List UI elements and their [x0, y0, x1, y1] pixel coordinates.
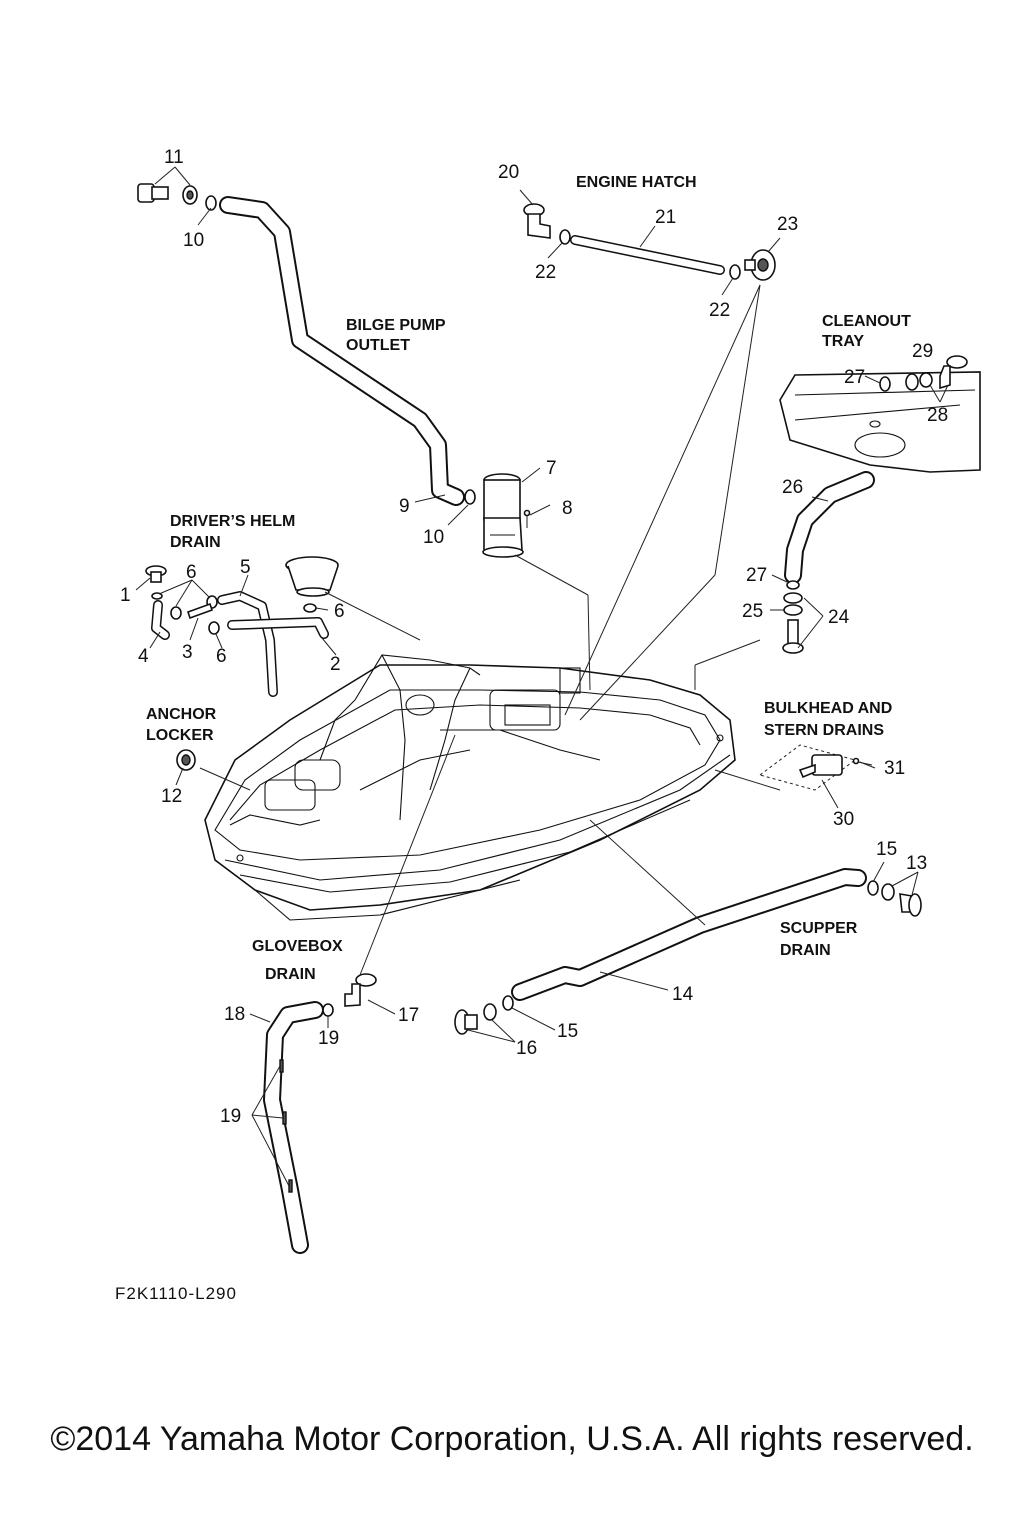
- drain-plug-1: [145, 565, 167, 583]
- section-scupper-drain-line1: SCUPPER: [780, 920, 858, 937]
- callout-4: 4: [138, 646, 149, 667]
- callout-19: 19: [318, 1028, 339, 1049]
- fitting-23: [744, 249, 776, 281]
- section-bulkhead-stern-drains-line1: BULKHEAD AND: [764, 700, 892, 717]
- section-labels: ENGINE HATCH BILGE PUMP OUTLET CLEANOUT …: [146, 174, 911, 983]
- drain-plug-24: [782, 592, 804, 654]
- callout-10: 10: [423, 527, 444, 548]
- section-engine-hatch: ENGINE HATCH: [576, 174, 697, 191]
- clamp-27a: [879, 376, 891, 392]
- callout-27: 27: [746, 565, 767, 586]
- clamp-15b: [502, 995, 514, 1011]
- boat-hull-drawing: [204, 654, 736, 921]
- stern-drain-30: [758, 744, 857, 791]
- callout-13: 13: [906, 853, 927, 874]
- clamp-10b: [464, 489, 476, 505]
- callout-numbers: 11 10 20 21 22 22 23 29 27 28 7 8 9 10 2…: [120, 147, 948, 1127]
- callout-6: 6: [334, 601, 345, 622]
- section-drivers-helm-drain-line2: DRAIN: [170, 534, 221, 551]
- cup-holder-drain: [285, 556, 339, 597]
- section-bilge-pump-outlet-line2: OUTLET: [346, 337, 410, 354]
- section-bilge-pump-outlet-line1: BILGE PUMP: [346, 317, 446, 334]
- callout-6: 6: [186, 562, 197, 583]
- callout-7: 7: [546, 458, 557, 479]
- helm-drain-hose-2: [227, 617, 329, 639]
- callout-30: 30: [833, 809, 854, 830]
- drain-plug-13: [881, 883, 922, 917]
- callout-22: 22: [709, 300, 730, 321]
- cleanout-tray-hose: [784, 471, 875, 584]
- drain-plug-16: [454, 1003, 497, 1035]
- engine-hatch-hose: [570, 235, 725, 275]
- callout-18: 18: [224, 1004, 245, 1025]
- clamp-15a: [867, 880, 879, 896]
- callout-1: 1: [120, 585, 131, 606]
- callout-10: 10: [183, 230, 204, 251]
- clamp-10a: [205, 195, 217, 211]
- callout-28: 28: [927, 405, 948, 426]
- callout-19: 19: [220, 1106, 241, 1127]
- glovebox-drain-hose: [263, 1001, 324, 1254]
- callout-23: 23: [777, 214, 798, 235]
- callout-20: 20: [498, 162, 519, 183]
- callout-29: 29: [912, 341, 933, 362]
- callout-17: 17: [398, 1005, 419, 1026]
- callout-6: 6: [216, 646, 227, 667]
- leader-lines: [135, 166, 949, 1187]
- screw-31: [852, 757, 873, 766]
- section-scupper-drain-line2: DRAIN: [780, 942, 831, 959]
- elbow-fitting-29: [905, 355, 968, 391]
- callout-16: 16: [516, 1038, 537, 1059]
- callout-5: 5: [240, 557, 251, 578]
- section-anchor-locker-line1: ANCHOR: [146, 706, 217, 723]
- section-cleanout-tray-line2: TRAY: [822, 333, 864, 350]
- clamp-22a: [559, 229, 571, 245]
- callout-3: 3: [182, 642, 193, 663]
- callout-14: 14: [672, 984, 694, 1005]
- elbow-fitting-17: [344, 973, 377, 1007]
- tee-fitting-3: [186, 602, 214, 620]
- cleanout-tray: [779, 371, 981, 473]
- clamp-22b: [729, 264, 741, 280]
- callout-26: 26: [782, 477, 803, 498]
- figure-code: F2K1110-L290: [115, 1284, 237, 1303]
- callout-12: 12: [161, 786, 182, 807]
- callout-27: 27: [844, 367, 865, 388]
- scupper-drain-hose: [511, 868, 867, 1001]
- section-glovebox-drain-line1: GLOVEBOX: [252, 938, 343, 955]
- section-cleanout-tray-line1: CLEANOUT: [822, 313, 911, 330]
- screw-8: [523, 509, 531, 528]
- callout-22: 22: [535, 262, 556, 283]
- helm-drain-hose-4: [151, 600, 170, 640]
- drain-plug-11: [137, 183, 198, 205]
- callout-24: 24: [828, 607, 850, 628]
- callout-21: 21: [655, 207, 676, 228]
- callout-31: 31: [884, 758, 905, 779]
- helm-drain-hose-5: [217, 591, 278, 697]
- copyright-notice: ©2014 Yamaha Motor Corporation, U.S.A. A…: [50, 1420, 973, 1458]
- section-glovebox-drain-line2: DRAIN: [265, 966, 316, 983]
- callout-15: 15: [876, 839, 897, 860]
- callout-9: 9: [399, 496, 410, 517]
- drain-plug-12: [176, 749, 196, 771]
- callout-2: 2: [330, 654, 341, 675]
- elbow-fitting-20: [523, 203, 551, 239]
- callout-8: 8: [562, 498, 573, 519]
- section-drivers-helm-drain-line1: DRIVER’S HELM: [170, 513, 295, 530]
- section-bulkhead-stern-drains-line2: STERN DRAINS: [764, 722, 884, 739]
- callout-25: 25: [742, 601, 763, 622]
- callout-15: 15: [557, 1021, 578, 1042]
- section-anchor-locker-line2: LOCKER: [146, 727, 214, 744]
- bilge-pump-outlet-hose: [219, 196, 465, 506]
- clamp-27b: [786, 580, 800, 590]
- bilge-pump-7: [482, 473, 524, 558]
- callout-11: 11: [164, 147, 184, 168]
